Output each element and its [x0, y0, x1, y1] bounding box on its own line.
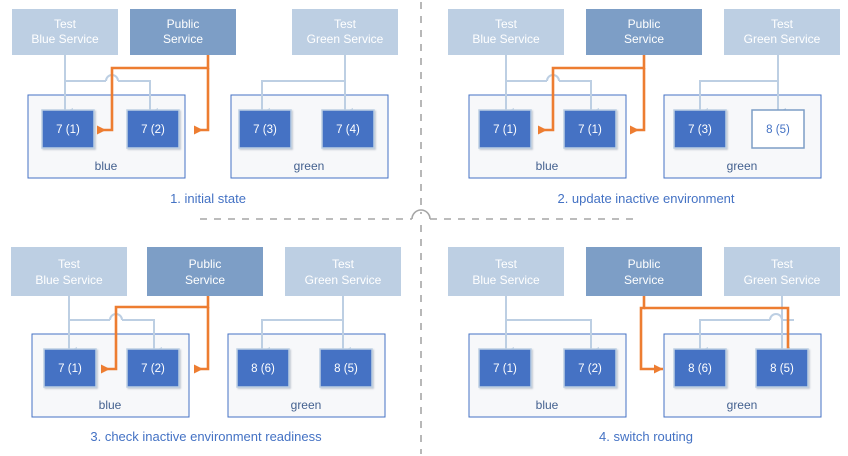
instance-label: 7 (1)	[58, 363, 82, 375]
service-label-line2: Green Service	[305, 273, 382, 287]
panel-2-green-instance-1: 7 (3)	[673, 109, 727, 149]
service-label-line2: Blue Service	[35, 273, 103, 287]
service-label-line1: Public	[167, 17, 200, 31]
panel-1-test-blue-service: Test Blue Service	[12, 9, 118, 55]
service-label-line1: Public	[628, 257, 661, 271]
panel-1-green-env-label: green	[294, 159, 325, 173]
panel-3-test-blue-service: Test Blue Service	[11, 247, 127, 296]
panel-2-public-routing	[538, 55, 646, 135]
service-label-line1: Test	[54, 17, 77, 31]
instance-label: 7 (3)	[688, 124, 712, 136]
service-label-line1: Test	[332, 257, 355, 271]
panel-3-test-blue-connectors	[68, 296, 162, 355]
instance-label: 7 (4)	[336, 124, 360, 136]
instance-label: 8 (5)	[770, 363, 794, 375]
service-label-line1: Test	[495, 257, 518, 271]
instance-label: 7 (2)	[141, 363, 165, 375]
panel-3-public-service: Public Service	[147, 247, 263, 296]
panel-1-test-green-connectors	[261, 55, 353, 116]
panel-4-blue-instance-1: 7 (1)	[478, 348, 532, 388]
panel-4-test-blue-connectors	[505, 296, 599, 355]
panel-1-blue-instance-2: 7 (2)	[126, 109, 180, 149]
panel-4-green-env-label: green	[727, 398, 758, 412]
instance-label: 7 (1)	[493, 124, 517, 136]
panel-1-green-instance-1: 7 (3)	[238, 109, 292, 149]
service-label-line2: Service	[185, 273, 225, 287]
panel-dividers	[200, 2, 640, 454]
service-label-line2: Green Service	[744, 273, 821, 287]
panel-4-test-green-service: Test Green Service	[724, 247, 840, 296]
panel-3-public-routing	[101, 296, 210, 374]
panel-3-test-green-connectors	[261, 296, 351, 355]
panel-2: 7 (1) 7 (1) 7 (3) 8 (5) blue green Test …	[448, 9, 840, 206]
panel-3-caption: 3. check inactive environment readiness	[90, 429, 322, 444]
panel-1: 7 (1) 7 (2) 7 (3) 7 (4) blue green Test …	[12, 9, 398, 206]
service-label-line1: Public	[189, 257, 222, 271]
panel-2-test-green-service: Test Green Service	[724, 9, 840, 55]
service-label-line2: Service	[624, 32, 664, 46]
panel-1-blue-instance-1: 7 (1)	[41, 109, 95, 149]
panel-2-green-env-label: green	[727, 159, 758, 173]
panel-4-blue-instance-2: 7 (2)	[563, 348, 617, 388]
service-label-line2: Green Service	[744, 32, 821, 46]
service-label-line1: Public	[628, 17, 661, 31]
panel-3-green-instance-2: 8 (5)	[319, 348, 373, 388]
service-label-line1: Test	[771, 17, 794, 31]
service-label-line2: Service	[163, 32, 203, 46]
panel-4-test-blue-service: Test Blue Service	[448, 247, 564, 296]
panel-3-blue-instance-2: 7 (2)	[126, 348, 180, 388]
panel-2-caption: 2. update inactive environment	[557, 191, 734, 206]
panel-3: 7 (1) 7 (2) 8 (6) 8 (5) blue green Test …	[11, 247, 401, 444]
panel-2-test-blue-service: Test Blue Service	[448, 9, 564, 55]
service-label-line2: Blue Service	[472, 273, 540, 287]
panel-2-test-green-connectors	[699, 55, 786, 116]
panel-2-green-instance-2: 8 (5)	[751, 109, 805, 149]
panel-4: 7 (1) 7 (2) 8 (6) 8 (5) blue green Test …	[448, 247, 840, 444]
instance-label: 7 (2)	[141, 124, 165, 136]
panel-3-blue-instance-1: 7 (1)	[43, 348, 97, 388]
panel-4-blue-env-label: blue	[536, 398, 559, 412]
instance-label: 8 (5)	[766, 124, 790, 136]
instance-label: 7 (3)	[253, 124, 277, 136]
panel-1-green-instance-2: 7 (4)	[321, 109, 375, 149]
divider-crossing-hop	[411, 209, 431, 220]
panel-3-green-env-label: green	[291, 398, 322, 412]
service-label-line1: Test	[334, 17, 357, 31]
service-label-line1: Test	[58, 257, 81, 271]
panel-1-public-service: Public Service	[130, 9, 236, 55]
panel-1-caption: 1. initial state	[170, 191, 246, 206]
panel-2-blue-instance-1: 7 (1)	[478, 109, 532, 149]
panel-3-green-instance-1: 8 (6)	[236, 348, 290, 388]
instance-label: 7 (1)	[493, 363, 517, 375]
instance-label: 7 (2)	[578, 363, 602, 375]
instance-label: 7 (1)	[578, 124, 602, 136]
panel-4-public-service: Public Service	[586, 247, 702, 296]
panel-1-public-routing	[97, 55, 210, 135]
instance-label: 7 (1)	[56, 124, 80, 136]
panel-2-blue-instance-2: 7 (1)	[563, 109, 617, 149]
panel-1-test-green-service: Test Green Service	[292, 9, 398, 55]
service-label-line2: Blue Service	[472, 32, 540, 46]
panel-2-public-service: Public Service	[586, 9, 702, 55]
panel-3-test-green-service: Test Green Service	[285, 247, 401, 296]
service-label-line2: Green Service	[307, 32, 384, 46]
panel-3-blue-env-label: blue	[99, 398, 122, 412]
panel-4-green-instance-1: 8 (6)	[673, 348, 727, 388]
instance-label: 8 (6)	[688, 363, 712, 375]
service-label-line1: Test	[495, 17, 518, 31]
service-label-line2: Service	[624, 273, 664, 287]
panel-4-green-instance-2: 8 (5)	[755, 348, 809, 388]
panel-2-blue-env-label: blue	[536, 159, 559, 173]
panel-4-caption: 4. switch routing	[599, 429, 693, 444]
instance-label: 8 (5)	[334, 363, 358, 375]
service-label-line1: Test	[771, 257, 794, 271]
service-label-line2: Blue Service	[31, 32, 99, 46]
instance-label: 8 (6)	[251, 363, 275, 375]
panel-1-blue-env-label: blue	[95, 159, 118, 173]
